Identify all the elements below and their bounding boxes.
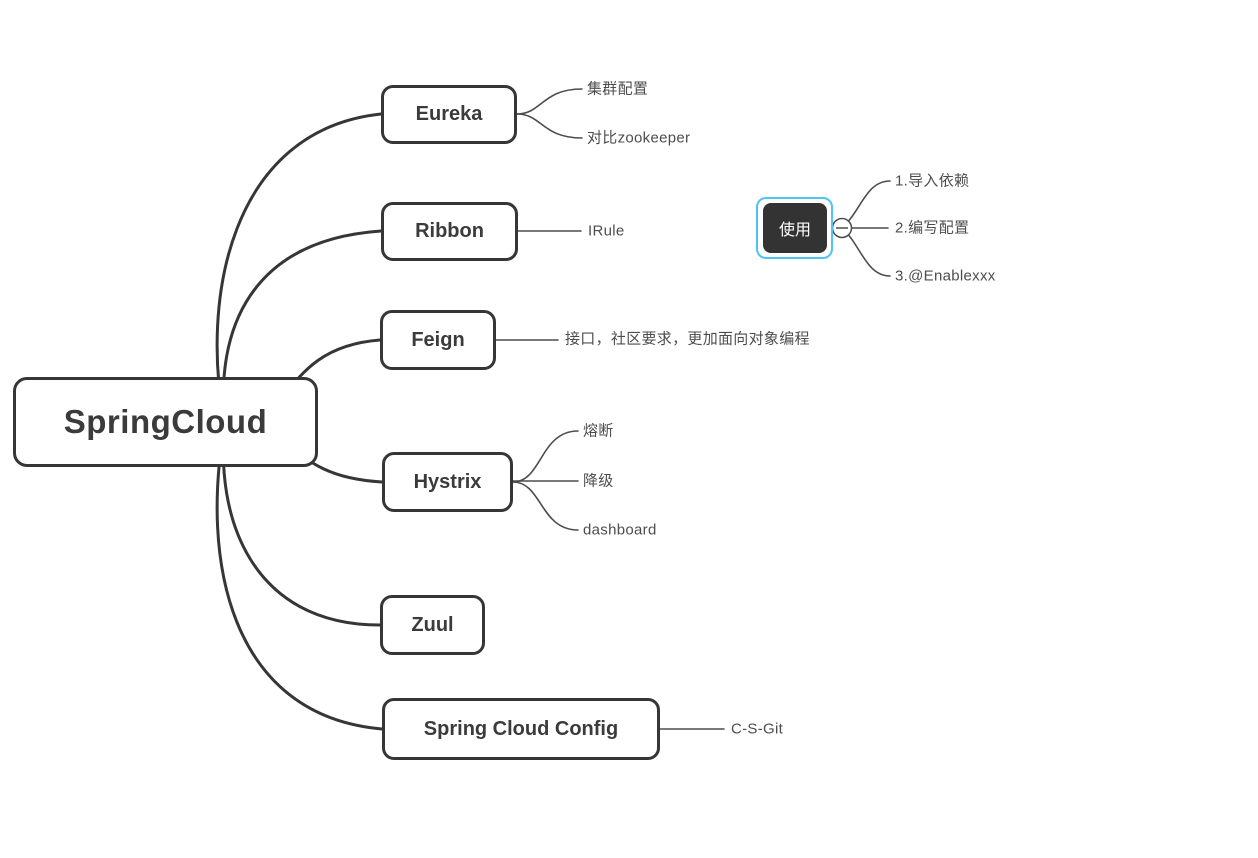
- subtopic-import-dependency[interactable]: 1.导入依赖: [895, 172, 970, 190]
- root-topic-springcloud[interactable]: SpringCloud: [13, 377, 318, 467]
- subtopic-c-s-git[interactable]: C-S-Git: [731, 720, 784, 738]
- subline-eureka-cluster: [516, 88, 583, 115]
- subtopic-vs-zookeeper[interactable]: 对比zookeeper: [587, 129, 691, 147]
- subline-hystrix-dashboard: [512, 481, 579, 531]
- topic-eureka[interactable]: Eureka: [381, 85, 517, 144]
- topic-zuul[interactable]: Zuul: [380, 595, 485, 655]
- branch-line-config: [215, 422, 384, 731]
- topic-ribbon[interactable]: Ribbon: [381, 202, 518, 261]
- subtopic-degrade[interactable]: 降级: [583, 472, 614, 490]
- subtopic-enable-annotation[interactable]: 3.@Enablexxx: [895, 267, 996, 285]
- topic-spring-cloud-config[interactable]: Spring Cloud Config: [382, 698, 660, 760]
- subline-eureka-zookeeper: [516, 113, 583, 139]
- topic-hystrix[interactable]: Hystrix: [382, 452, 513, 512]
- subtopic-irule[interactable]: IRule: [588, 222, 625, 240]
- subtopic-cluster-config[interactable]: 集群配置: [587, 80, 649, 98]
- collapse-button[interactable]: [831, 217, 853, 239]
- topic-feign[interactable]: Feign: [380, 310, 496, 370]
- subtopic-fuse[interactable]: 熔断: [583, 422, 614, 440]
- subtopic-write-config[interactable]: 2.编写配置: [895, 219, 970, 237]
- subtopic-dashboard[interactable]: dashboard: [583, 521, 657, 539]
- selection-ring: [756, 197, 833, 259]
- subtopic-feign-note[interactable]: 接口，社区要求，更加面向对象编程: [565, 330, 810, 348]
- floating-topic-usage[interactable]: 使用: [763, 203, 827, 253]
- subline-hystrix-fuse: [512, 430, 579, 483]
